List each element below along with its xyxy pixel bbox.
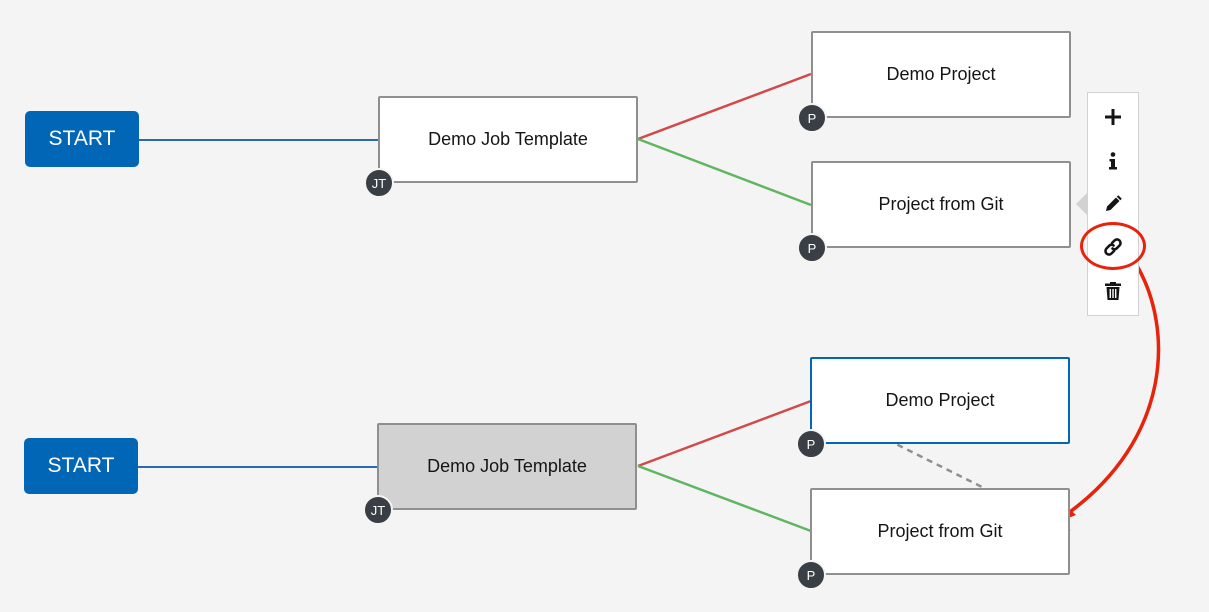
project-node-git-top[interactable]: Project from Git bbox=[811, 161, 1071, 248]
delete-node-button[interactable] bbox=[1088, 271, 1138, 311]
info-icon bbox=[1109, 152, 1117, 170]
project-node-git-bottom[interactable]: Project from Git bbox=[810, 488, 1070, 575]
start-node-top[interactable]: START bbox=[25, 111, 139, 167]
project-node-demo-bottom[interactable]: Demo Project bbox=[810, 357, 1070, 444]
link-failure-top bbox=[637, 72, 812, 141]
node-label: Project from Git bbox=[877, 521, 1003, 541]
start-label: START bbox=[48, 127, 116, 150]
node-toolbar bbox=[1087, 92, 1139, 316]
node-info-button[interactable] bbox=[1088, 141, 1138, 181]
trash-icon bbox=[1105, 282, 1121, 300]
plus-icon bbox=[1105, 109, 1121, 125]
node-label: Demo Project bbox=[885, 390, 995, 410]
node-label: Demo Project bbox=[886, 64, 996, 84]
link-icon bbox=[1104, 238, 1122, 256]
edit-node-button[interactable] bbox=[1088, 184, 1138, 224]
project-badge: P bbox=[796, 429, 826, 459]
project-badge: P bbox=[796, 560, 826, 590]
start-node-bottom[interactable]: START bbox=[24, 438, 138, 494]
annotation-arrow bbox=[1065, 263, 1161, 516]
project-badge: P bbox=[797, 233, 827, 263]
job-template-node-bottom[interactable]: Demo Job Template bbox=[377, 423, 637, 510]
job-template-badge: JT bbox=[363, 495, 393, 525]
add-node-button[interactable] bbox=[1088, 97, 1138, 137]
link-failure-bottom bbox=[637, 399, 812, 468]
project-badge: P bbox=[797, 103, 827, 133]
toolbar-pointer bbox=[1076, 193, 1087, 215]
node-label: Demo Job Template bbox=[428, 129, 588, 149]
job-template-badge: JT bbox=[364, 168, 394, 198]
link-node-button[interactable] bbox=[1088, 227, 1138, 267]
node-label: Project from Git bbox=[878, 194, 1004, 214]
job-template-node-top[interactable]: Demo Job Template bbox=[378, 96, 638, 183]
link-success-top bbox=[637, 137, 812, 207]
node-label: Demo Job Template bbox=[427, 456, 587, 476]
pencil-icon bbox=[1106, 195, 1122, 211]
project-node-demo-top[interactable]: Demo Project bbox=[811, 31, 1071, 118]
start-label: START bbox=[47, 454, 115, 477]
link-success-bottom bbox=[637, 464, 812, 533]
